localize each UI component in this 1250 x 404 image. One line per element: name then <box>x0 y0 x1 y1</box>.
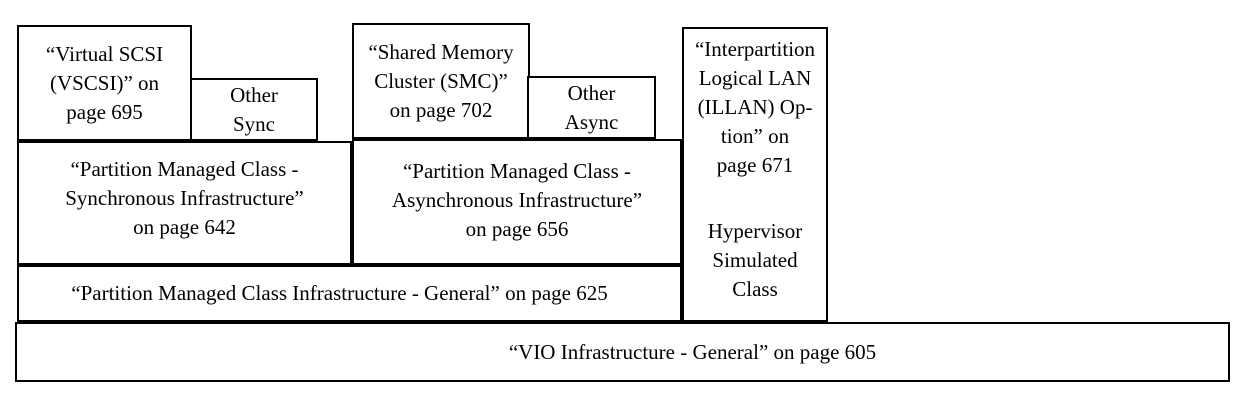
box-shared-memory-cluster-line: on page 702 <box>389 97 493 122</box>
box-other-async-line: Other <box>567 80 616 105</box>
box-async-infrastructure-line: Asynchronous Infrastructure” <box>391 188 643 212</box>
box-other-async: Other Async <box>527 76 656 139</box>
box-illan-hypervisor: “Interpartition Logical LAN (ILLAN) Op- … <box>682 27 828 322</box>
hypervisor-simulated-class-line: Hypervisor <box>707 219 803 243</box>
illan-option-line: tion” on <box>720 124 790 148</box>
hypervisor-simulated-class-line: Simulated <box>712 248 798 272</box>
box-sync-infrastructure-line: on page 642 <box>133 215 236 239</box>
box-async-infrastructure-line: on page 656 <box>465 217 569 241</box>
box-shared-memory-cluster-line: “Shared Memory <box>368 39 514 64</box>
box-virtual-scsi: “Virtual SCSI (VSCSI)” on page 695 <box>17 25 192 141</box>
illan-option-line: page 671 <box>716 153 794 177</box>
box-vio-infrastructure-general-label: “VIO Infrastructure - General” on page 6… <box>508 339 877 364</box>
illan-option-line: Logical LAN <box>698 66 812 90</box>
box-other-sync: Other Sync <box>190 78 318 141</box>
illan-option-line: (ILLAN) Op- <box>697 95 813 119</box>
illan-option-label: “Interpartition Logical LAN (ILLAN) Op- … <box>695 35 815 180</box>
box-async-infrastructure-line: “Partition Managed Class - <box>402 159 632 183</box>
box-other-async-line: Async <box>564 109 619 134</box>
box-other-sync-line: Sync <box>233 111 275 136</box>
box-virtual-scsi-line: “Virtual SCSI <box>45 41 164 66</box>
box-sync-infrastructure-line: Synchronous Infrastructure” <box>65 186 304 210</box>
box-sync-infrastructure: “Partition Managed Class - Synchronous I… <box>17 141 352 265</box>
illan-option-line: “Interpartition <box>694 37 816 61</box>
box-virtual-scsi-line: (VSCSI)” on <box>49 70 160 95</box>
box-sync-infrastructure-line: “Partition Managed Class - <box>70 157 299 181</box>
box-other-sync-line: Other <box>230 82 278 107</box>
box-async-infrastructure: “Partition Managed Class - Asynchronous … <box>352 139 682 265</box>
box-virtual-scsi-line: page 695 <box>66 99 143 124</box>
hypervisor-simulated-class-label: Hypervisor Simulated Class <box>708 217 802 304</box>
box-pmc-infrastructure-general: “Partition Managed Class Infrastructure … <box>17 265 682 322</box>
box-vio-infrastructure-general: “VIO Infrastructure - General” on page 6… <box>15 322 1230 382</box>
box-shared-memory-cluster: “Shared Memory Cluster (SMC)” on page 70… <box>352 23 530 139</box>
box-shared-memory-cluster-line: Cluster (SMC)” <box>374 68 508 93</box>
hypervisor-simulated-class-line: Class <box>732 277 778 301</box>
box-pmc-infrastructure-general-label: “Partition Managed Class Infrastructure … <box>71 281 608 305</box>
